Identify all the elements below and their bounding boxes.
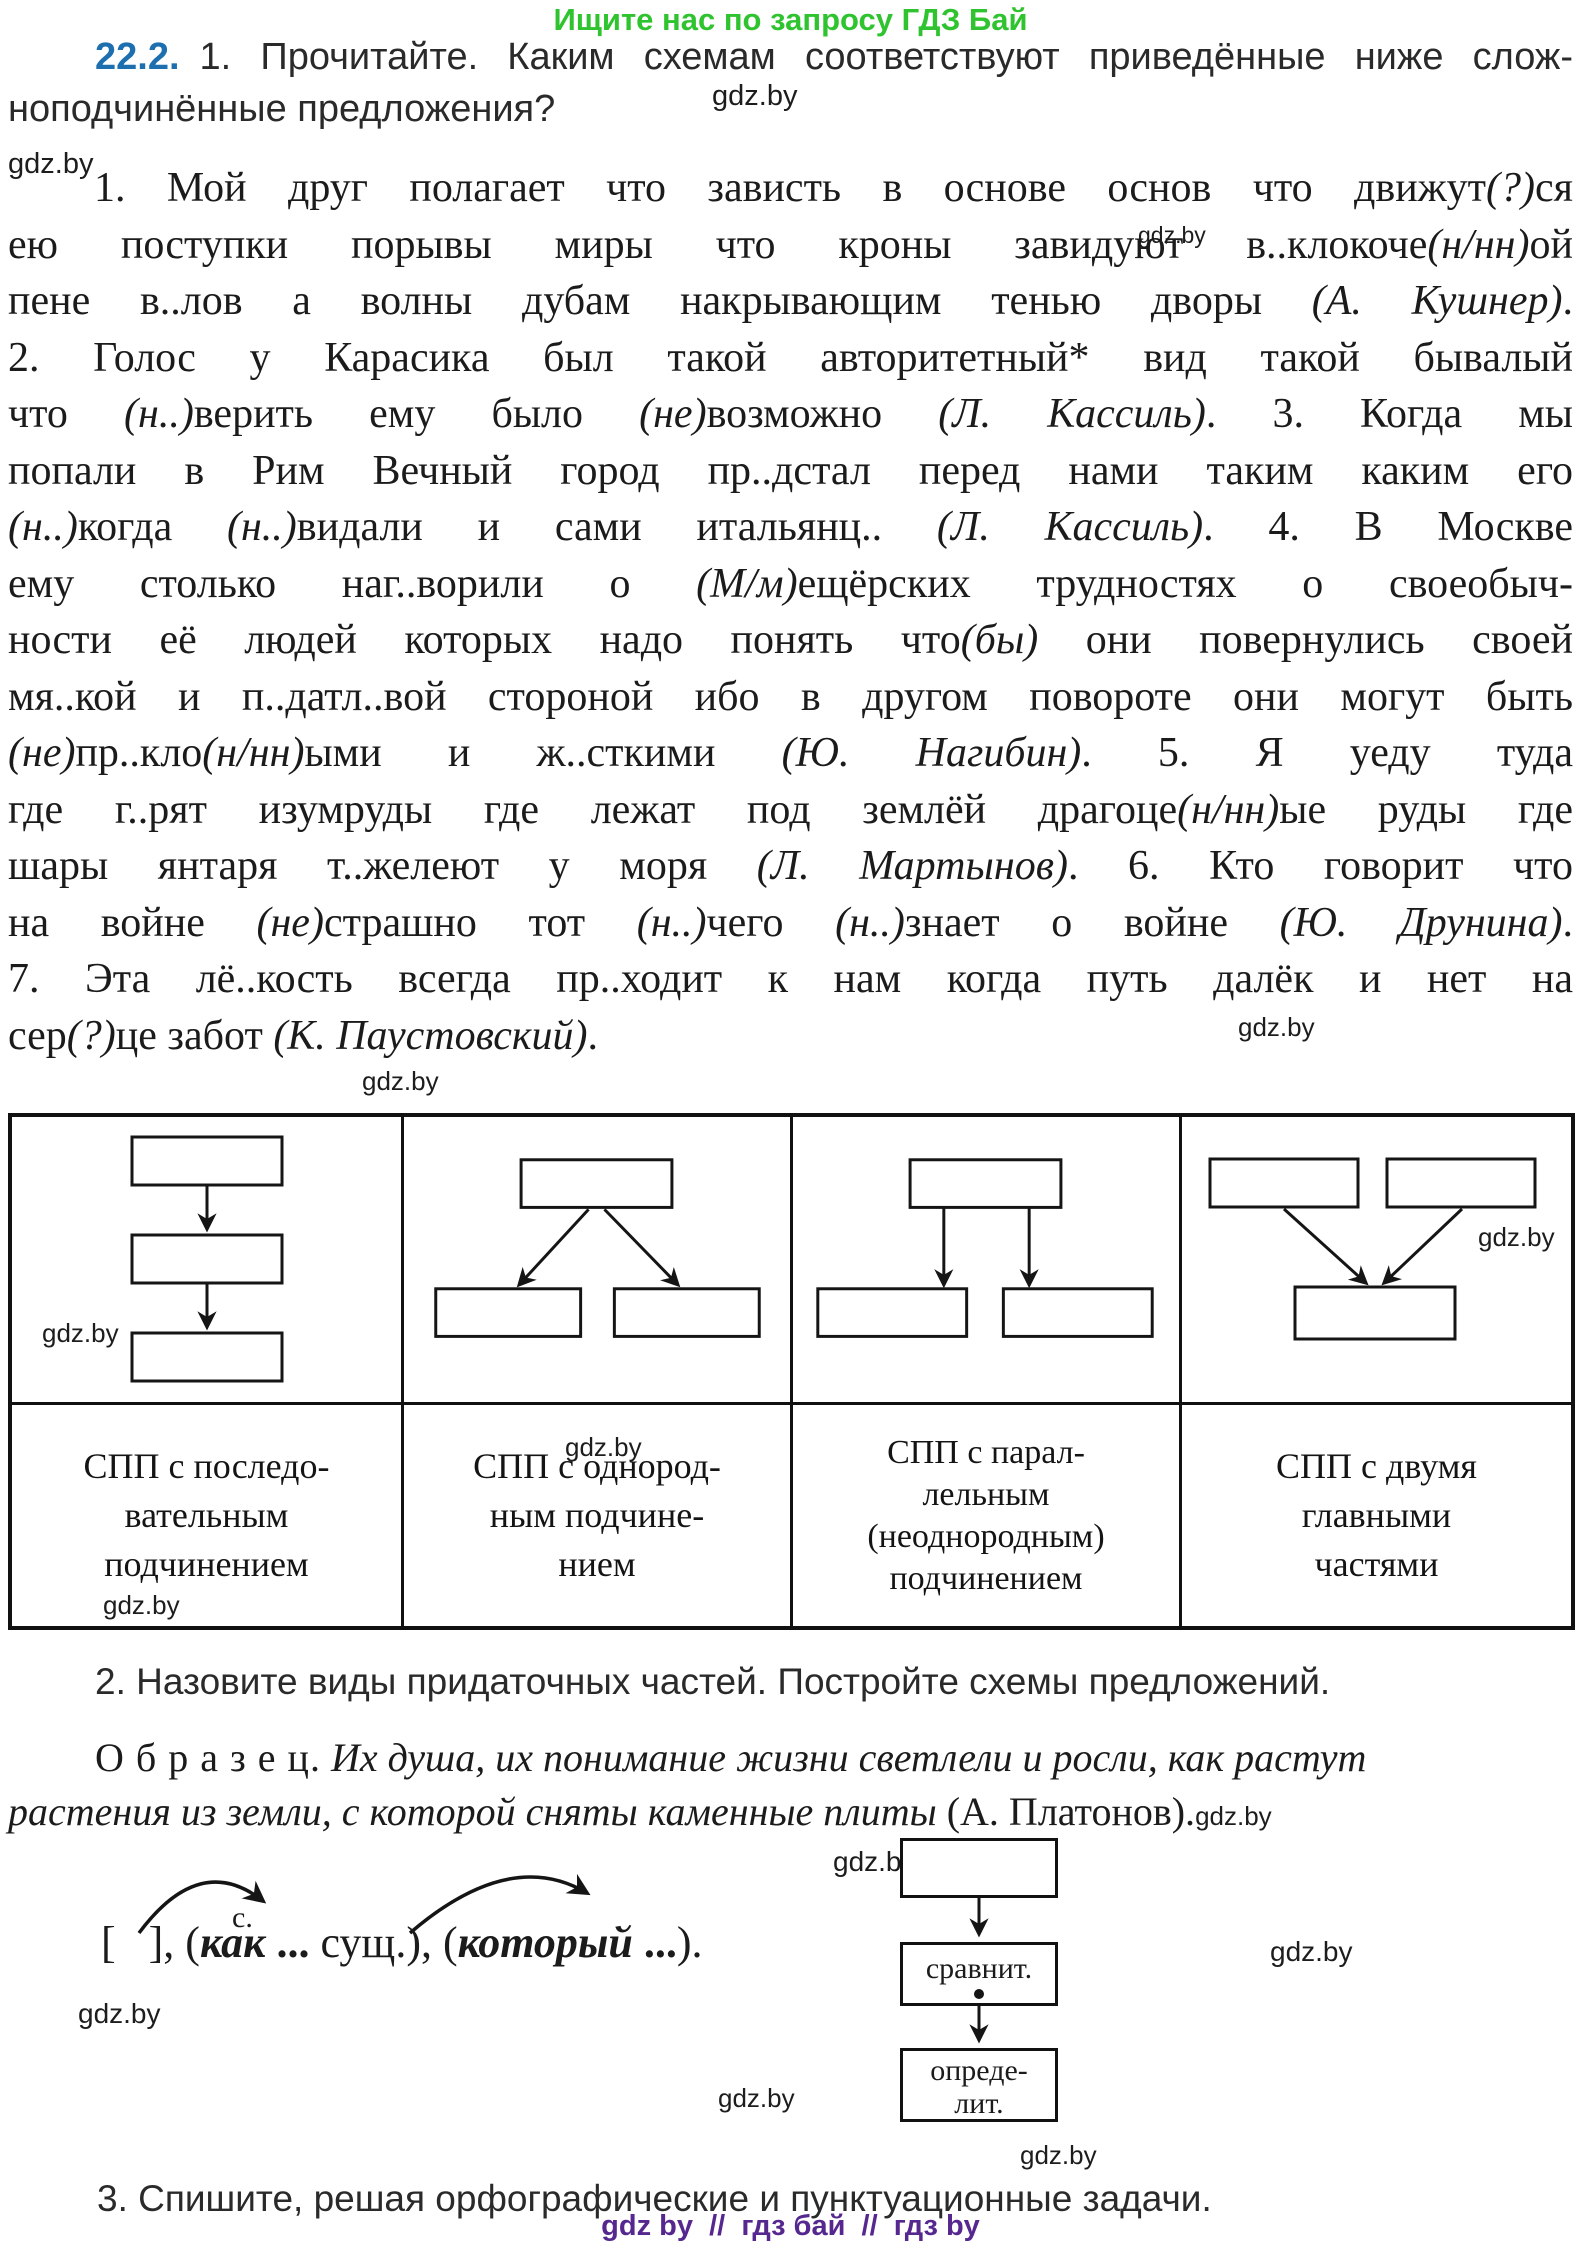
watermark: gdz.by (42, 1318, 119, 1348)
exercise-line: (н..)когда (н..)видали и сами итальянц..… (8, 504, 1573, 550)
watermark: gdz.by (718, 2083, 795, 2113)
watermark: gdz.by (1195, 1801, 1272, 1831)
promo-banner: Ищите нас по запросу ГДЗ Бай (553, 2, 1028, 37)
watermark: gdz.by (362, 1066, 439, 1096)
scheme-arcs-svg: с. (137, 1873, 591, 1935)
exercise-line: 7. Эта лё..кость всегда пр..ходит к нам … (8, 956, 1573, 1002)
sample-label: О б р а з е ц. (95, 1735, 321, 1780)
watermark: gdz.by (1478, 1222, 1555, 1252)
chain-box-main (900, 1838, 1058, 1898)
sample-author: (А. Платонов). (946, 1789, 1196, 1834)
watermark: gdz.by (78, 1998, 161, 2029)
exercise-line: пене в..лов а волны дубам накрывающим те… (8, 278, 1573, 324)
label-homogeneous-subordination: СПП с однород-ным подчине-нием (404, 1405, 793, 1626)
conjunction-label: с. (232, 1901, 253, 1934)
task1-heading: 22.2. 1. Прочитайте. Каким схемам соответ… (95, 36, 1573, 79)
sample-sentence-line1: О б р а з е ц. Их душа, их понимание жиз… (95, 1734, 1366, 1781)
down-arrow-icon (969, 1898, 989, 1938)
scheme-formula: [ ], (как ... сущ.), (который ...). (101, 1918, 703, 1967)
diagram-two-main-parts (1182, 1117, 1571, 1405)
chain-diagram: сравнит. опреде- лит. (900, 1838, 1058, 2122)
chain-box-comparative-label: сравнит. (925, 1952, 1033, 1985)
watermark: gdz.by (1270, 1936, 1353, 1967)
task3-text: 3. Спишите, решая орфографические и пунк… (97, 2178, 1212, 2219)
chain-box-attributive-line1: опреде- (930, 2054, 1028, 2087)
exercise-line: на войне (не)страшно тот (н..)чего (н..)… (8, 899, 1574, 946)
chain-box-attributive-line2: лит. (954, 2087, 1004, 2120)
task1-text-line1: 1. Прочитайте. Каким схемам соответствую… (199, 36, 1573, 78)
exercise-line: ему столько наг..ворили о (М/м)ещёрских … (8, 560, 1573, 607)
diagram-homogeneous-subordination (404, 1117, 793, 1405)
sample-sentence-line2: растения из земли, с которой сняты камен… (8, 1788, 1272, 1835)
chain-box-attributive: опреде- лит. (900, 2048, 1058, 2122)
exercise-line: что (н..)верить ему было (не)возможно (Л… (8, 391, 1573, 437)
sample-text: Их душа, их понимание жизни светлели и р… (330, 1735, 1367, 1780)
watermark: gdz.by (712, 80, 798, 112)
exercise-number: 22.2. (95, 36, 180, 78)
label-parallel-subordination: СПП с парал-лельным(неоднородным)подчине… (793, 1405, 1182, 1626)
exercise-line: 2. Голос у Карасика был такой авторитетн… (8, 334, 1573, 381)
watermark: gdz.by (8, 148, 94, 180)
watermark: gdz.by (103, 1590, 180, 1620)
exercise-line: сер(?)це забот (К. Паустовский). (8, 1012, 599, 1059)
exercise-line: попали в Рим Вечный город пр..дстал пере… (8, 447, 1573, 494)
sample-text: растения из земли, с которой сняты камен… (8, 1789, 947, 1834)
down-arrow-icon (969, 2006, 989, 2044)
exercise-line: ею поступки порывы миры что кроны завиду… (8, 221, 1573, 268)
dot-icon (974, 1989, 984, 1999)
exercise-line: шары янтаря т..желеют у моря (Л. Мартыно… (8, 843, 1573, 889)
task2-text: 2. Назовите виды придаточных частей. Пос… (95, 1661, 1331, 1702)
watermark: gdz.by (1020, 2140, 1097, 2170)
exercise-line: мя..кой и п..датл..вой стороной ибо в др… (8, 673, 1573, 720)
exercise-paragraph: 1. Мой друг полагает что зависть в основ… (8, 160, 1573, 1064)
watermark: gdz.by (1138, 222, 1206, 248)
exercise-line: (не)пр..кло(н/нн)ыми и ж..сткими (Ю. Наг… (8, 730, 1573, 776)
task1-text-line2: ноподчинённые предложения? (8, 88, 556, 130)
exercise-line: 1. Мой друг полагает что зависть в основ… (94, 165, 1573, 211)
footer-links: gdz by // гдз бай // гдз by (601, 2210, 980, 2242)
diagram-sequential-subordination (12, 1117, 404, 1405)
exercise-line: где г..рят изумруды где лежат под землёй… (8, 786, 1573, 833)
exercise-line: ности её людей которых надо понять что(б… (8, 617, 1573, 663)
watermark: gdz.by (1238, 1012, 1315, 1042)
clause-scheme: с. [ ], (как ... сущ.), (который ...). (95, 1845, 795, 1980)
diagram-parallel-subordination (793, 1117, 1182, 1405)
watermark: gdz.by (565, 1432, 642, 1462)
chain-box-comparative: сравнит. (900, 1942, 1058, 2006)
